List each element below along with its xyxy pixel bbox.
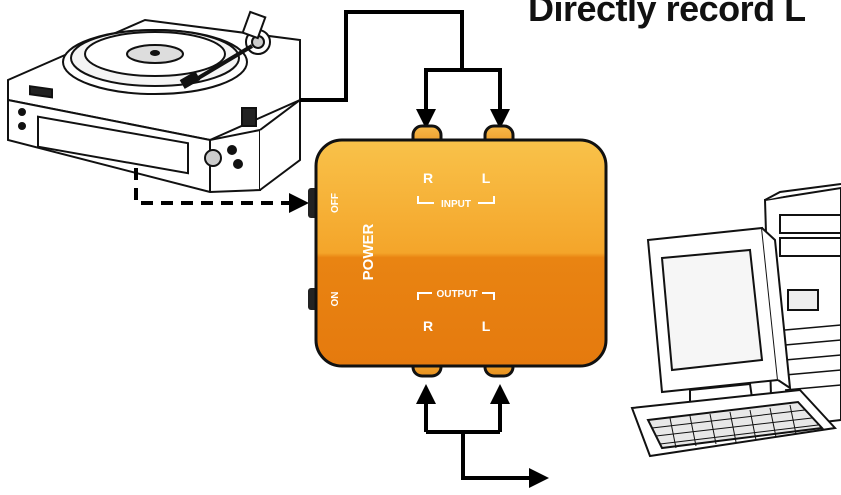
turntable-illustration [7, 10, 301, 194]
input-l-label: L [482, 170, 491, 186]
cables [134, 10, 549, 488]
computer-illustration [630, 183, 841, 458]
input-label: INPUT [441, 199, 471, 210]
input-r-label: R [423, 170, 433, 186]
on-label: ON [330, 292, 341, 307]
headline: Directly record L [528, 0, 806, 29]
power-label: POWER [360, 224, 377, 281]
output-r-label: R [423, 318, 433, 334]
device-body [314, 138, 608, 368]
off-label: OFF [330, 193, 341, 213]
phono-preamp-device: R L INPUT OUTPUT R L POWER OFF ON [308, 124, 608, 378]
output-label: OUTPUT [436, 289, 477, 300]
output-l-label: L [482, 318, 491, 334]
